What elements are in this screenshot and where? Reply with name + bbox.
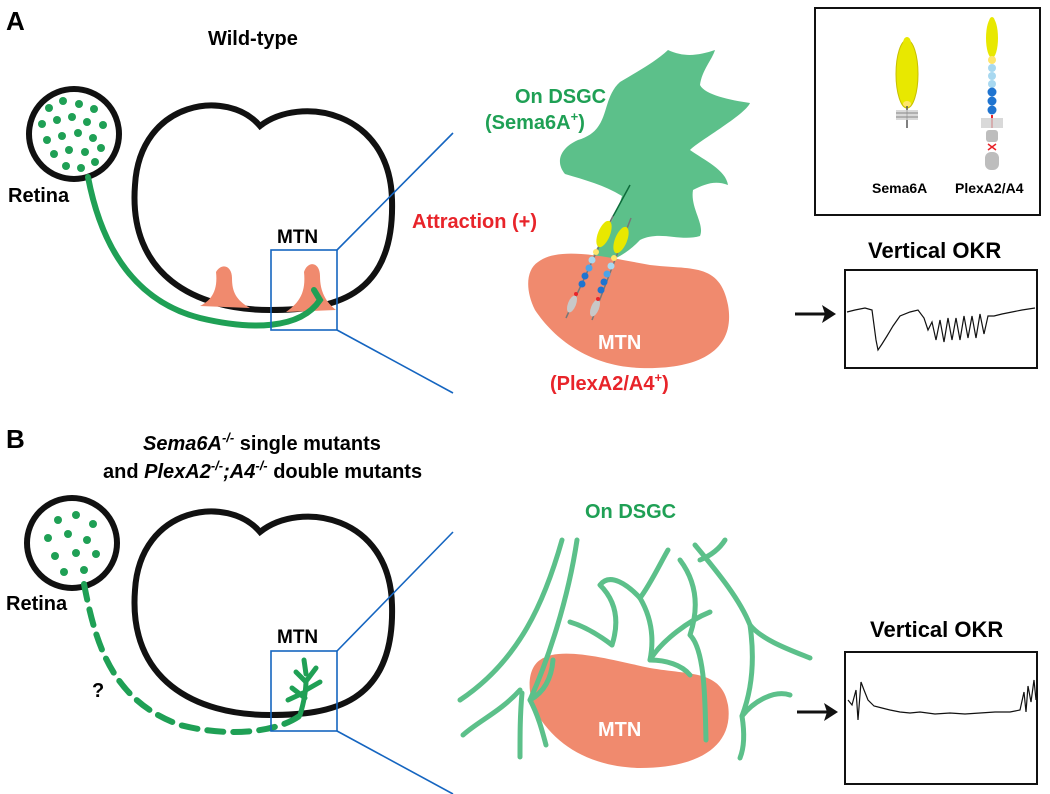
panel-a-condition-title: Wild-type: [208, 28, 298, 50]
okr-trace-a: [846, 307, 1036, 352]
mtn-blob-label-b: MTN: [598, 719, 641, 741]
brain-outline-a: [131, 102, 396, 314]
brain-outline-b: [131, 508, 396, 719]
okr-trace-b: [847, 679, 1037, 721]
okr-title-b: Vertical OKR: [870, 617, 1003, 642]
optic-axon-a: [85, 174, 324, 329]
panel-b-title-line1: Sema6A-/- single mutants: [143, 430, 381, 455]
mtn-blob-b: [529, 653, 729, 768]
mtn-nucleus-a-right: [286, 264, 336, 312]
okr-title-a: Vertical OKR: [868, 238, 1001, 263]
mtn-blob-a: [528, 253, 730, 369]
zoom-line-b-top: [336, 531, 454, 652]
mtn-nucleus-a-left: [200, 266, 250, 308]
arrow-icon-b: [797, 703, 838, 721]
mtn-zoom-box-b: [270, 650, 338, 732]
sema6a-molecule-icon: [895, 37, 919, 128]
cell-label-a-line1: On DSGC: [515, 86, 606, 108]
retina-a: [26, 86, 122, 182]
molecule-inset-box: [814, 7, 1041, 216]
mtn-blob-label-a: MTN: [598, 332, 641, 354]
inset-label-plexin: PlexA2/A4: [955, 180, 1024, 196]
dsgc-cell-a: [559, 50, 750, 263]
attraction-label: Attraction (+): [412, 211, 537, 233]
inset-label-sema6a: Sema6A: [872, 180, 927, 196]
zoom-line-b-bottom: [336, 730, 454, 794]
panel-b-title-line2: and PlexA2-/-;A4-/- double mutants: [103, 458, 422, 483]
zoom-line-a-bottom: [336, 329, 454, 394]
panel-b-letter: B: [6, 424, 25, 454]
unknown-mark-b: ?: [92, 680, 104, 702]
arrow-icon-a: [795, 305, 836, 323]
misprojected-arbor-b: [285, 657, 323, 718]
sema6a-plexin-pair-left: [565, 215, 614, 319]
okr-trace-box-a: [844, 269, 1038, 369]
okr-trace-box-b: [844, 651, 1038, 785]
cell-label-a-line2: (Sema6A+): [485, 109, 585, 134]
retina-label-a: Retina: [8, 185, 70, 207]
sema6a-plexin-pair-right: [589, 217, 632, 321]
optic-axon-b-dashed: [81, 581, 305, 735]
retina-label-b: Retina: [6, 593, 68, 615]
retina-b: [24, 495, 120, 591]
plexin-molecule-icon: [981, 17, 1003, 170]
mtn-label-b: MTN: [277, 627, 318, 648]
mtn-label-a: MTN: [277, 227, 318, 248]
zoom-line-a-top: [336, 132, 454, 251]
dsgc-dendrites-b: [457, 537, 813, 761]
mtn-marker-label-a: (PlexA2/A4+): [550, 370, 669, 395]
mtn-zoom-box-a: [270, 249, 338, 331]
cell-label-b: On DSGC: [585, 501, 676, 523]
panel-a-letter: A: [6, 6, 25, 36]
dsgc-axon-a: [609, 184, 631, 223]
